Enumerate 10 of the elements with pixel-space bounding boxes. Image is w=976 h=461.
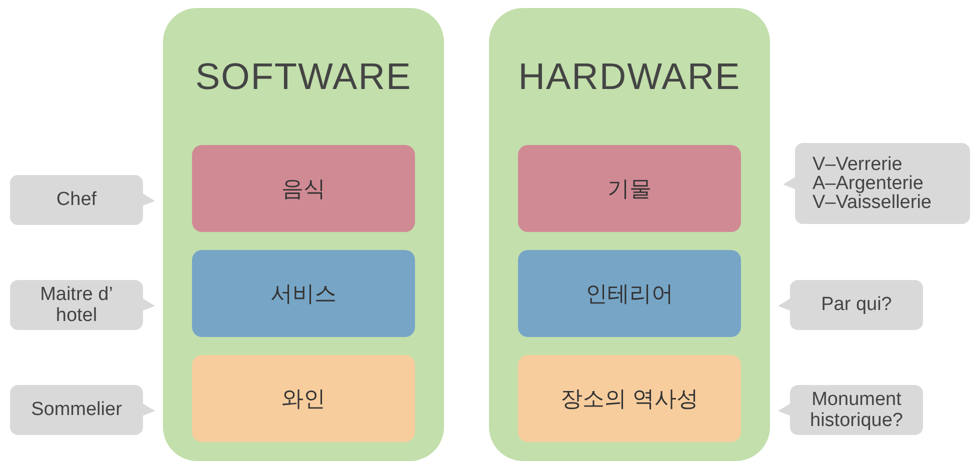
category-box: 장소의 역사성 (518, 355, 741, 442)
category-box: 서비스 (192, 250, 415, 337)
category-panel (163, 8, 444, 461)
category-panel (489, 8, 770, 461)
category-box: 기물 (518, 145, 741, 232)
panel-title: HARDWARE (517, 56, 742, 98)
category-box: 인테리어 (518, 250, 741, 337)
category-box: 와인 (192, 355, 415, 442)
category-box: 음식 (192, 145, 415, 232)
panel-title: SOFTWARE (194, 56, 413, 98)
